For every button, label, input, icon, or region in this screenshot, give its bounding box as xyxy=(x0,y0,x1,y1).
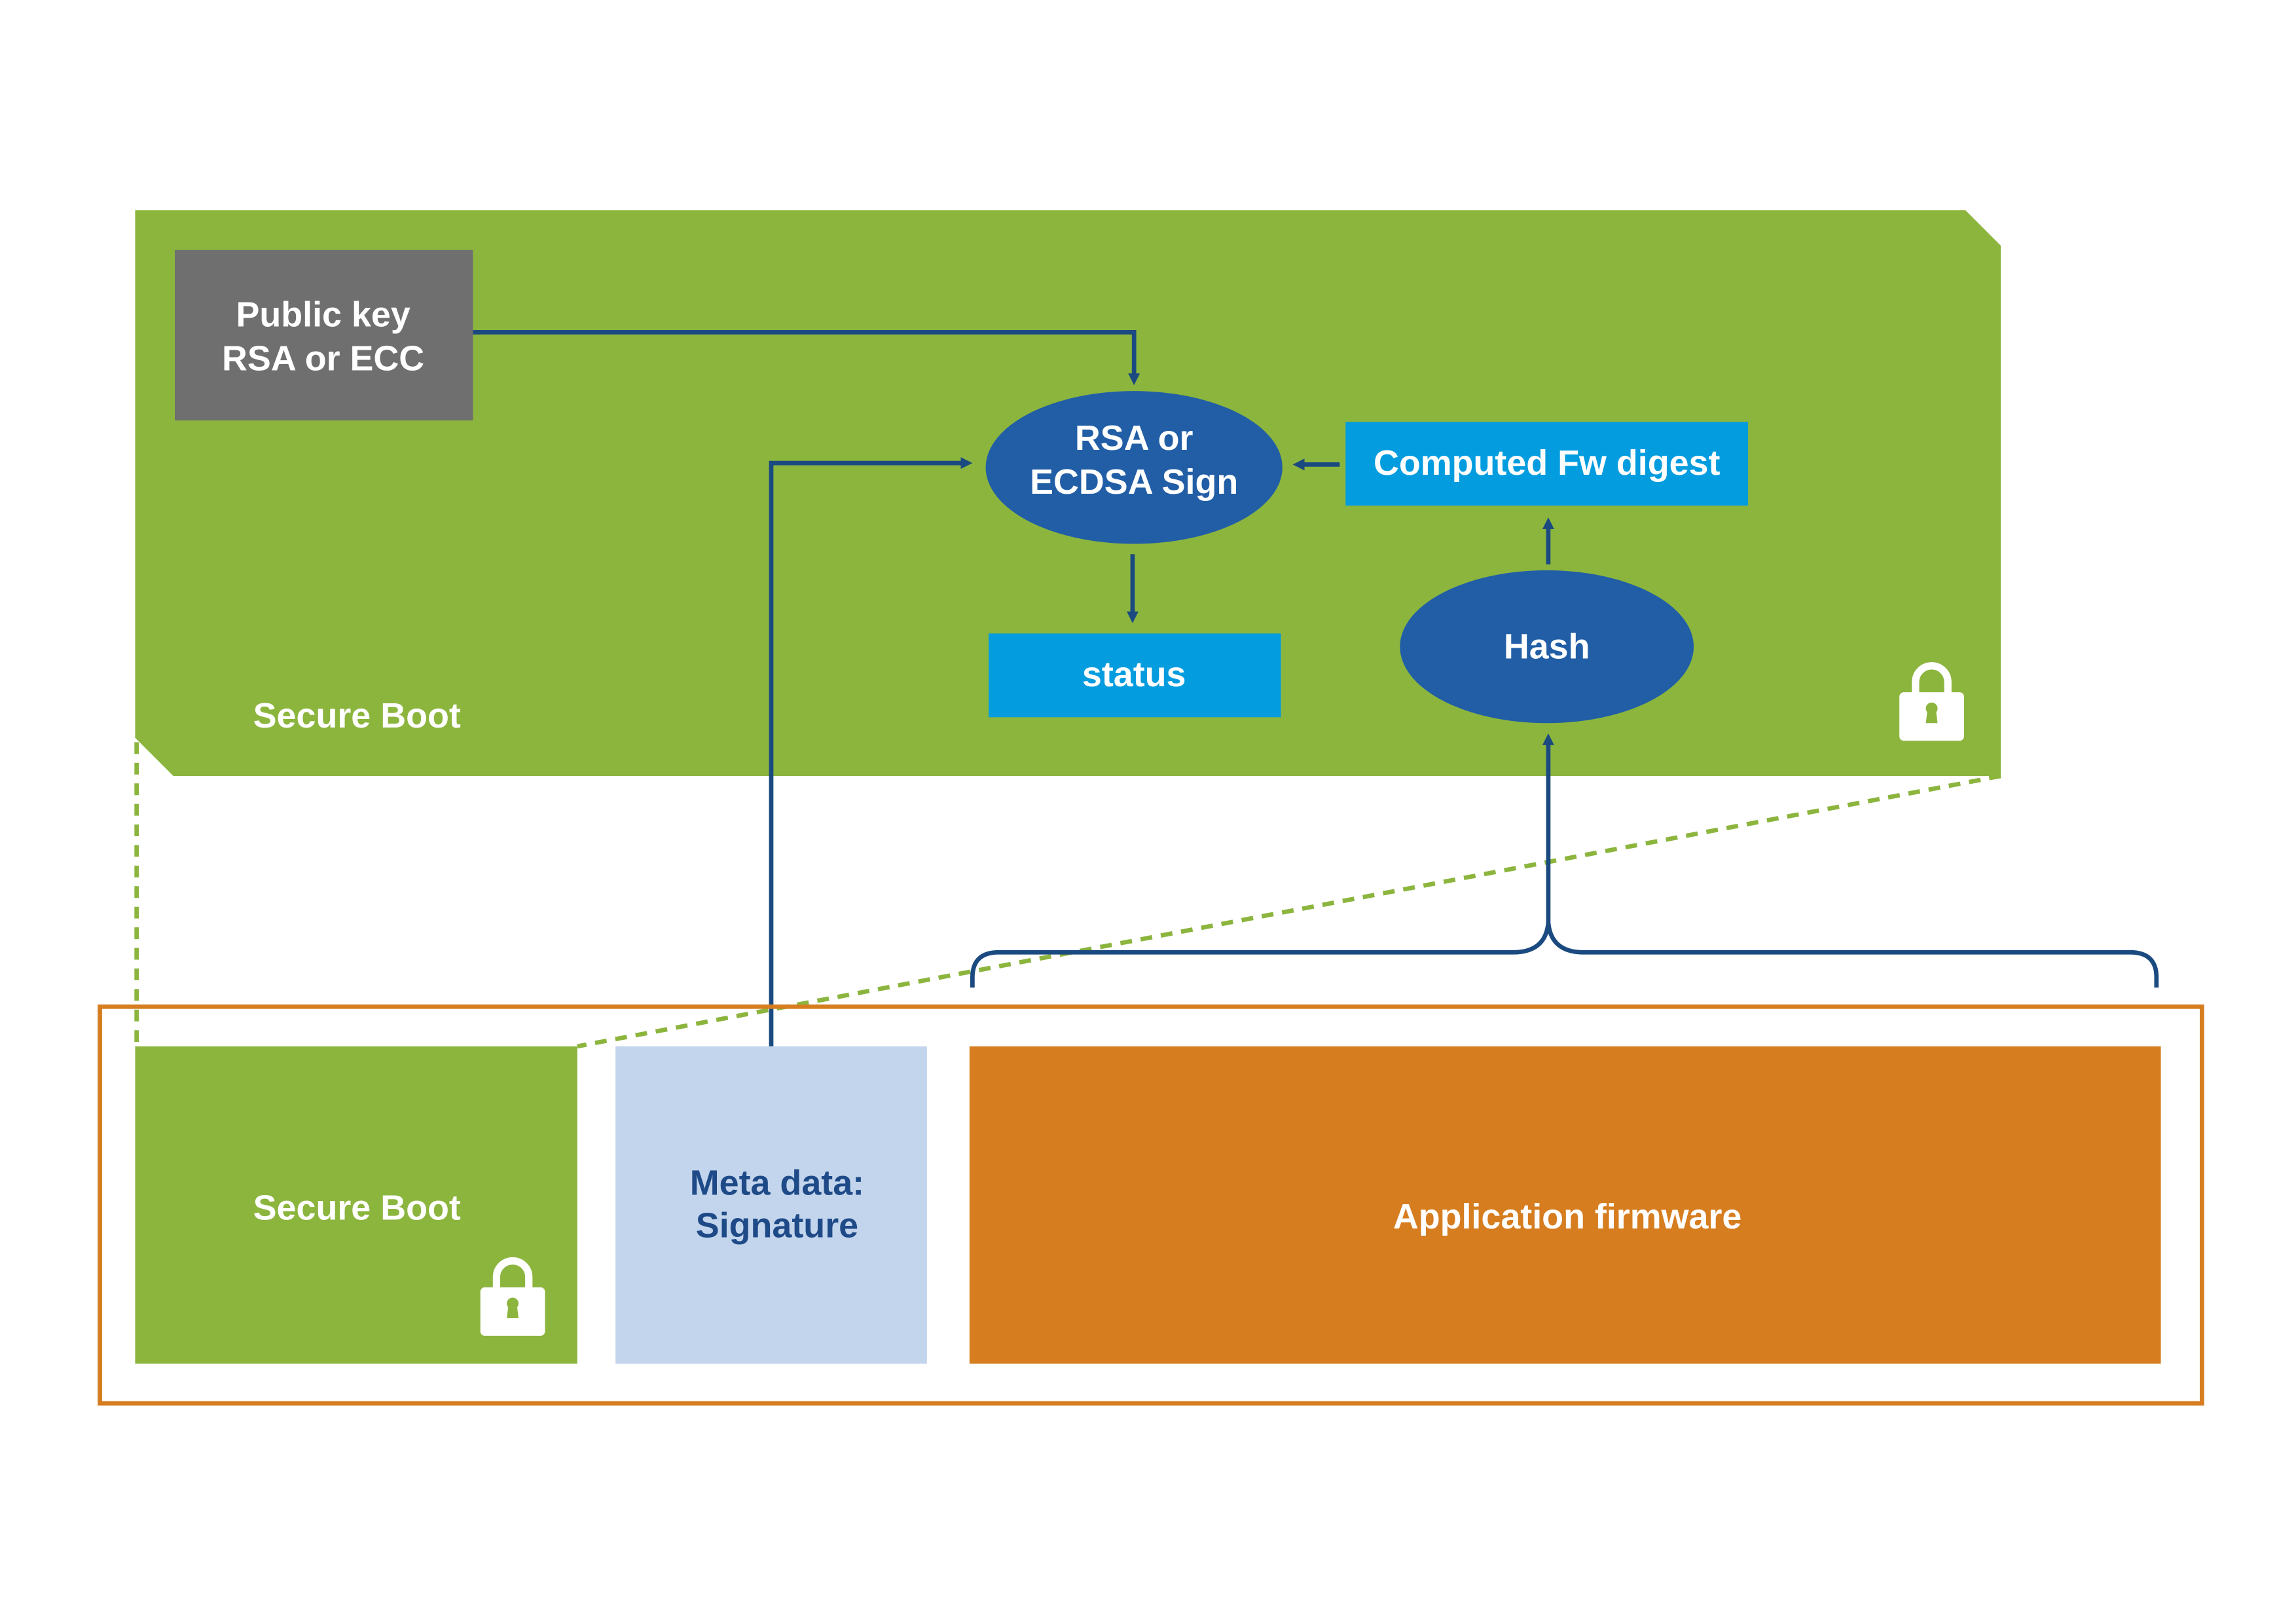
sign-line1: RSA or xyxy=(1075,418,1194,458)
hash-label: Hash xyxy=(1504,627,1590,667)
flash-secure-boot[interactable]: Secure Boot xyxy=(135,1046,577,1364)
status-label: status xyxy=(1082,655,1186,694)
hash-node[interactable]: Hash xyxy=(1400,570,1694,724)
flash-memory-frame xyxy=(98,1004,2204,1406)
sign-node[interactable]: RSA or ECDSA Sign xyxy=(985,391,1283,544)
flash-secure-boot-label: Secure Boot xyxy=(253,1189,461,1228)
secure-boot-panel-label: Secure Boot xyxy=(253,696,461,735)
public-key-line2: RSA or ECC xyxy=(222,339,424,378)
computed-digest-box[interactable]: Computed Fw digest xyxy=(1345,422,1749,506)
flash-metadata[interactable]: Meta data: Signature xyxy=(615,1046,927,1364)
metadata-line2: Signature xyxy=(696,1206,858,1246)
zoom-line-right xyxy=(577,773,2001,1049)
digest-label: Computed Fw digest xyxy=(1374,443,1721,483)
metadata-line1: Meta data: xyxy=(690,1163,864,1202)
status-box[interactable]: status xyxy=(989,633,1281,718)
arrow-pubkey-to-sign xyxy=(473,330,1140,386)
flash-application-firmware[interactable]: Application firmware xyxy=(969,1046,2161,1364)
arrow-signature-to-sign xyxy=(769,457,973,1046)
app-fw-label: Application firmware xyxy=(1393,1197,1742,1236)
public-key-box[interactable]: Public key RSA or ECC xyxy=(175,249,473,421)
sign-line2: ECDSA Sign xyxy=(1030,462,1238,502)
public-key-line1: Public key xyxy=(236,295,410,334)
firmware-brace xyxy=(970,922,2159,988)
